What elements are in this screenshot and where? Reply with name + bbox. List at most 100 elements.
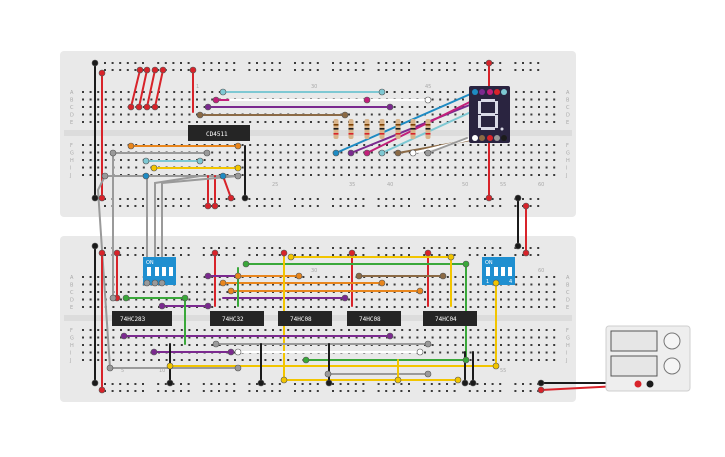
wire-endpoint[interactable] <box>204 302 212 310</box>
wire-endpoint[interactable] <box>136 66 144 74</box>
wire-endpoint[interactable] <box>325 379 333 387</box>
wire-endpoint[interactable] <box>142 172 150 180</box>
wire-endpoint[interactable] <box>158 279 166 287</box>
wire-endpoint[interactable] <box>143 66 151 74</box>
wire-endpoint[interactable] <box>212 96 220 104</box>
wire-endpoint[interactable] <box>151 66 159 74</box>
wire-endpoint[interactable] <box>355 272 363 280</box>
wire-endpoint[interactable] <box>348 249 356 257</box>
wire-endpoint[interactable] <box>363 96 371 104</box>
dip-right-toggle-2[interactable] <box>494 267 498 276</box>
wire-endpoint[interactable] <box>196 111 204 119</box>
wire-endpoint[interactable] <box>135 103 143 111</box>
wire-endpoint[interactable] <box>386 332 394 340</box>
dip-left-toggle-2[interactable] <box>155 267 159 276</box>
wire-endpoint[interactable] <box>181 294 189 302</box>
wire-endpoint[interactable] <box>462 356 470 364</box>
wire-endpoint[interactable] <box>424 149 432 157</box>
wire-endpoint[interactable] <box>537 386 545 394</box>
wire-endpoint[interactable] <box>113 249 121 257</box>
wire-endpoint[interactable] <box>522 249 530 257</box>
wire-endpoint[interactable] <box>212 340 220 348</box>
wire-endpoint[interactable] <box>234 142 242 150</box>
wire-endpoint[interactable] <box>122 294 130 302</box>
wire-endpoint[interactable] <box>166 379 174 387</box>
wire-endpoint[interactable] <box>204 103 212 111</box>
wire-endpoint[interactable] <box>416 348 424 356</box>
wire-endpoint[interactable] <box>109 149 117 157</box>
wire-endpoint[interactable] <box>91 59 99 67</box>
wire-endpoint[interactable] <box>378 88 386 96</box>
wire-endpoint[interactable] <box>416 287 424 295</box>
wire-endpoint[interactable] <box>492 279 500 287</box>
wire-endpoint[interactable] <box>341 111 349 119</box>
wire-endpoint[interactable] <box>461 379 469 387</box>
wire-endpoint[interactable] <box>485 59 493 67</box>
wire-endpoint[interactable] <box>189 66 197 74</box>
wire-endpoint[interactable] <box>280 376 288 384</box>
wire-endpoint[interactable] <box>196 157 204 165</box>
wire-endpoint[interactable] <box>394 376 402 384</box>
wire-endpoint[interactable] <box>409 149 417 157</box>
wire-endpoint[interactable] <box>241 194 249 202</box>
wire-endpoint[interactable] <box>462 260 470 268</box>
power-supply[interactable] <box>605 325 691 392</box>
wire-endpoint[interactable] <box>454 376 462 384</box>
wire-endpoint[interactable] <box>127 103 135 111</box>
wire-endpoint[interactable] <box>150 348 158 356</box>
wire-endpoint[interactable] <box>378 279 386 287</box>
wire-endpoint[interactable] <box>159 66 167 74</box>
knob-icon[interactable] <box>663 332 681 350</box>
wire-endpoint[interactable] <box>101 172 109 180</box>
wire-endpoint[interactable] <box>514 242 522 250</box>
wire-endpoint[interactable] <box>363 149 371 157</box>
wire-endpoint[interactable] <box>219 279 227 287</box>
wire-endpoint[interactable] <box>204 272 212 280</box>
wire-endpoint[interactable] <box>91 379 99 387</box>
wire-endpoint[interactable] <box>424 340 432 348</box>
wire-endpoint[interactable] <box>469 379 477 387</box>
wire-endpoint[interactable] <box>227 194 235 202</box>
wire-endpoint[interactable] <box>150 164 158 172</box>
wire-endpoint[interactable] <box>447 253 455 261</box>
wire-endpoint[interactable] <box>234 364 242 372</box>
wire-endpoint[interactable] <box>347 149 355 157</box>
wire-endpoint[interactable] <box>109 294 117 302</box>
wire-endpoint[interactable] <box>394 149 402 157</box>
wire-endpoint[interactable] <box>219 88 227 96</box>
dip-switch-right[interactable]: ON 1 4 <box>482 257 515 285</box>
wire-endpoint[interactable] <box>211 202 219 210</box>
wire-endpoint[interactable] <box>204 202 212 210</box>
wire-endpoint[interactable] <box>386 103 394 111</box>
wire-endpoint[interactable] <box>324 370 332 378</box>
wire-endpoint[interactable] <box>234 164 242 172</box>
wire-endpoint[interactable] <box>341 294 349 302</box>
wire-endpoint[interactable] <box>219 172 227 180</box>
dip-right-toggle-1[interactable] <box>486 267 490 276</box>
wire-endpoint[interactable] <box>158 302 166 310</box>
wire-endpoint[interactable] <box>424 370 432 378</box>
wire-endpoint[interactable] <box>424 96 432 104</box>
psu-terminal-black[interactable] <box>646 380 654 388</box>
wire-endpoint[interactable] <box>257 379 265 387</box>
wire-endpoint[interactable] <box>151 279 159 287</box>
dip-left-toggle-4[interactable] <box>169 267 173 276</box>
wire-endpoint[interactable] <box>234 172 242 180</box>
wire-endpoint[interactable] <box>143 103 151 111</box>
wire-endpoint[interactable] <box>439 272 447 280</box>
wire-endpoint[interactable] <box>91 242 99 250</box>
dip-left-toggle-3[interactable] <box>162 267 166 276</box>
knob-icon[interactable] <box>663 357 681 375</box>
wire-endpoint[interactable] <box>234 272 242 280</box>
wire-endpoint[interactable] <box>287 253 295 261</box>
wire-endpoint[interactable] <box>242 260 250 268</box>
wire-endpoint[interactable] <box>378 149 386 157</box>
wire-endpoint[interactable] <box>91 194 99 202</box>
wire-endpoint[interactable] <box>98 249 106 257</box>
dip-right-toggle-3[interactable] <box>501 267 505 276</box>
wire-endpoint[interactable] <box>143 279 151 287</box>
wire-endpoint[interactable] <box>227 287 235 295</box>
dip-left-toggle-1[interactable] <box>147 267 151 276</box>
wire-endpoint[interactable] <box>332 149 340 157</box>
wire-endpoint[interactable] <box>227 348 235 356</box>
